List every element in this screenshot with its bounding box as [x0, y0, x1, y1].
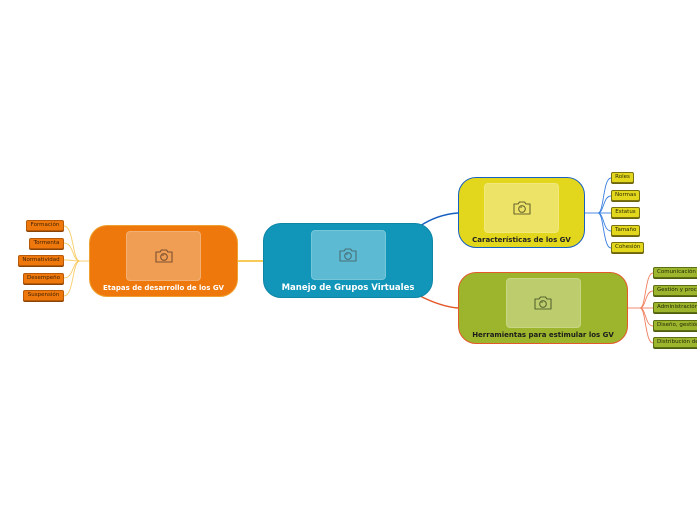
subtopic-roles[interactable]: Roles	[611, 172, 634, 183]
subtopic-gestion-procesos[interactable]: Gestión y proc	[653, 285, 697, 296]
subtopic-tamano[interactable]: Tamaño	[611, 225, 640, 236]
subtopic-desempeno[interactable]: Desempeño	[23, 273, 64, 284]
branch-label: Etapas de desarrollo de los GV	[103, 284, 224, 292]
subtopic-comunicacion[interactable]: Comunicación	[653, 267, 697, 278]
image-placeholder[interactable]	[126, 231, 201, 281]
subtopic-normatividad[interactable]: Normatividad	[18, 255, 64, 266]
branch-label: Características de los GV	[472, 236, 571, 244]
central-topic[interactable]: Manejo de Grupos Virtuales	[263, 223, 433, 298]
camera-icon	[512, 201, 531, 215]
branch-label: Herramientas para estimular los GV	[472, 331, 614, 339]
branch-herramientas[interactable]: Herramientas para estimular los GV	[458, 272, 628, 344]
subtopic-tormenta[interactable]: Tormenta	[29, 238, 64, 249]
subtopic-cohesion[interactable]: Cohesión	[611, 242, 644, 253]
camera-icon	[154, 249, 173, 263]
subtopic-suspension[interactable]: Suspensión	[23, 290, 64, 301]
subtopic-diseno-gestion[interactable]: Diseño, gestión	[653, 320, 697, 331]
camera-icon	[534, 296, 552, 310]
central-topic-label: Manejo de Grupos Virtuales	[281, 283, 415, 293]
subtopic-formacion[interactable]: Formación	[26, 220, 64, 231]
image-placeholder[interactable]	[310, 230, 386, 280]
branch-etapas-desarrollo[interactable]: Etapas de desarrollo de los GV	[89, 225, 238, 297]
image-placeholder[interactable]	[484, 183, 559, 233]
subtopic-estatus[interactable]: Estatus	[611, 207, 640, 218]
subtopic-distribucion[interactable]: Distribución de	[653, 337, 697, 348]
image-placeholder[interactable]	[505, 278, 581, 328]
subtopic-normas[interactable]: Normas	[611, 190, 640, 201]
branch-caracteristicas[interactable]: Características de los GV	[458, 177, 585, 248]
subtopic-administracion[interactable]: Administración	[653, 302, 697, 313]
camera-icon	[339, 248, 357, 262]
